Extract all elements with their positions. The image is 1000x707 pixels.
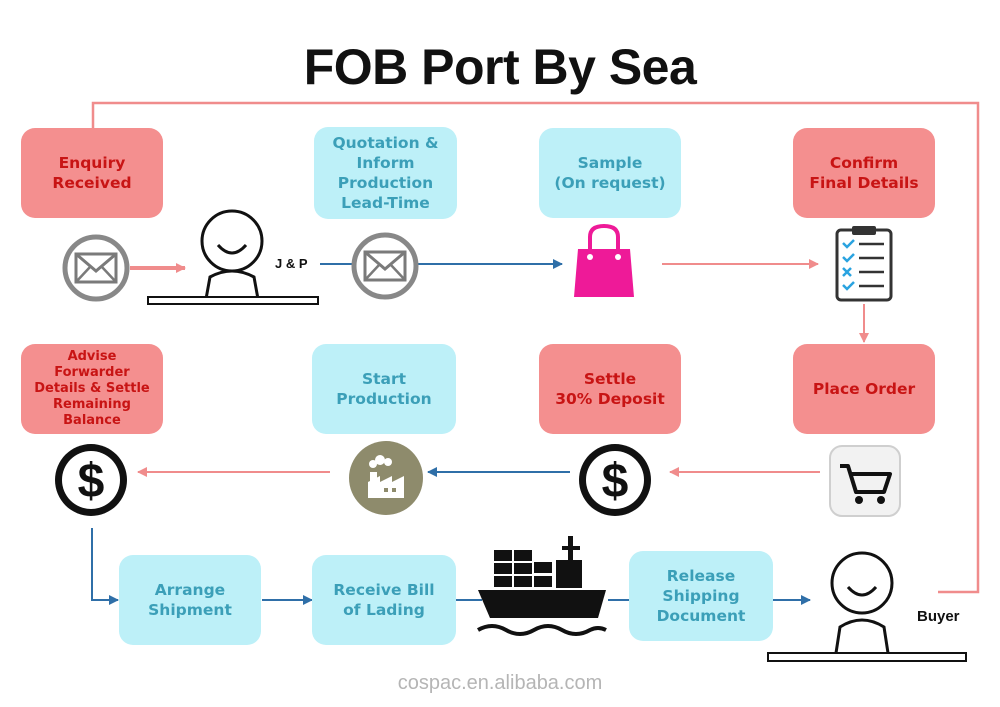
svg-text:$: $	[78, 455, 105, 508]
step-place-order: Place Order	[793, 344, 935, 434]
step-arrange-shipment: Arrange Shipment	[119, 555, 261, 645]
arrow-advise-to-arrange	[91, 528, 119, 605]
jp-label: J & P	[275, 256, 308, 271]
step-confirm-final-details: Confirm Final Details	[793, 128, 935, 218]
shopping-bag-icon	[574, 223, 634, 297]
dollar-icon: $	[579, 444, 651, 516]
step-start-production: Start Production	[312, 344, 456, 434]
step-enquiry-received: Enquiry Received	[21, 128, 163, 218]
step-settle-deposit: Settle 30% Deposit	[539, 344, 681, 434]
svg-text:$: $	[602, 455, 629, 508]
step-quotation: Quotation & Inform Production Lead-Time	[314, 127, 457, 219]
dollar-icon: $	[55, 444, 127, 516]
envelope-icon	[62, 234, 130, 302]
person-icon	[767, 551, 967, 662]
step-advise-forwarder: Advise Forwarder Details & Settle Remain…	[21, 344, 163, 434]
return-loop-line	[91, 101, 980, 594]
step-release-shipping-document: Release Shipping Document	[629, 551, 773, 641]
checklist-icon	[835, 226, 893, 302]
cargo-ship-icon	[477, 536, 607, 636]
envelope-icon	[351, 232, 419, 300]
footer-watermark: cospac.en.alibaba.com	[397, 672, 603, 694]
shopping-cart-icon	[829, 445, 901, 517]
page-title: FOB Port By Sea	[303, 39, 697, 95]
step-receive-bill-of-lading: Receive Bill of Lading	[312, 555, 456, 645]
step-sample: Sample (On request)	[539, 128, 681, 218]
buyer-label: Buyer	[917, 608, 960, 625]
factory-icon	[349, 441, 423, 515]
person-icon	[147, 209, 319, 305]
